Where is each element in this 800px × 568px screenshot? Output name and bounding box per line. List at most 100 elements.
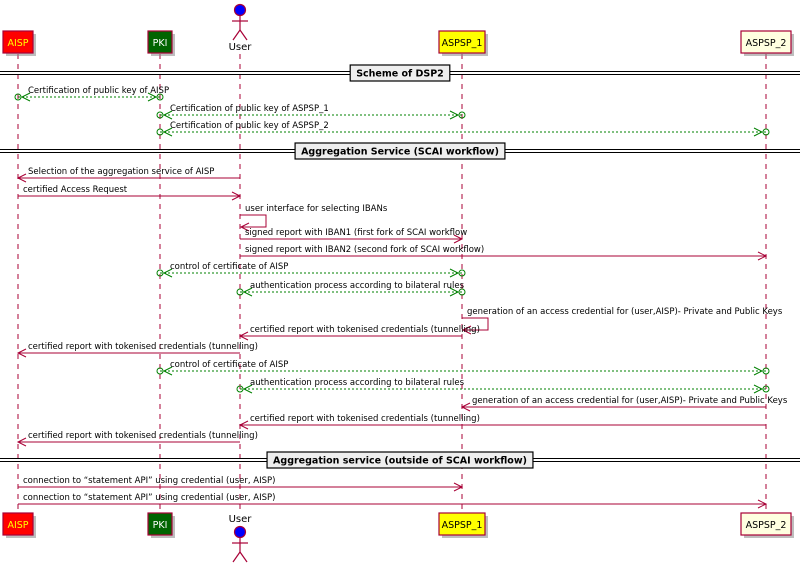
arrowhead [162,110,173,120]
arrowhead [460,402,471,412]
participant-label: ASPSP_2 [746,520,787,531]
message-label: certified report with tokenised credenti… [250,325,480,335]
participant-label: AISP [7,38,28,49]
message-m15: authentication process according to bila… [236,378,770,394]
message-m11: generation of an access credential for (… [461,307,783,335]
arrowhead [238,331,249,341]
message-m3: Certification of public key of ASPSP_2 [156,121,770,137]
actor-head-icon [233,3,247,17]
message-label: generation of an access credential for (… [467,307,783,317]
message-line [240,214,267,228]
arrowhead [453,234,464,244]
message-label: Certification of public key of AISP [28,86,169,96]
arrowhead [461,325,472,335]
section-divider: Aggregation Service (SCAI workflow) [0,142,800,160]
message-m14: control of certificate of AISP [156,360,770,376]
arrowhead [242,384,253,394]
message-m18: certified report with tokenised credenti… [16,431,258,447]
message-m7: signed report with IBAN1 (first fork of … [240,228,467,244]
participant-aisp-bottom: AISP [2,512,36,538]
message-label: connection to “statement API” using cred… [23,493,275,503]
arrowhead [449,268,460,278]
participant-label: ASPSP_1 [442,520,483,531]
arrowhead [242,287,253,297]
arrowhead [753,366,764,376]
message-line [462,317,489,331]
message-label: Certification of public key of ASPSP_2 [170,121,329,131]
message-label: certified report with tokenised credenti… [28,431,258,441]
section-label: Aggregation service (outside of SCAI wor… [273,456,527,467]
message-m2: Certification of public key of ASPSP_1 [156,104,466,120]
actor-leg [232,29,241,41]
message-label: authentication process according to bila… [250,281,465,291]
message-m13: certified report with tokenised credenti… [16,342,258,358]
arrowhead [16,348,27,358]
arrowhead [449,287,460,297]
arrowhead [453,482,464,492]
section-label: Aggregation Service (SCAI workflow) [301,147,499,158]
actor-leg [239,29,248,41]
message-m17: certified report with tokenised credenti… [238,414,766,430]
arrowhead [449,110,460,120]
arrowhead [753,127,764,137]
arrowhead [757,251,768,261]
actor-user-top: User [229,3,253,53]
arrowhead [238,420,249,430]
participant-box [147,30,173,54]
section-label-box [294,142,506,160]
participant-box [740,30,792,54]
message-m9: control of certificate of AISP [156,262,466,278]
participant-aspsp1-bottom: ASPSP_1 [438,512,488,538]
participant-box [147,512,173,536]
message-m1: Certification of public key of AISP [14,86,169,102]
message-label: control of certificate of AISP [170,262,288,272]
participant-label: PKI [153,520,168,531]
participant-pki-top: PKI [147,30,175,56]
arrowhead [16,173,27,183]
participant-box [438,512,486,536]
message-label: certified Access Request [23,185,128,195]
participant-box [438,30,486,54]
arrowhead [231,191,242,201]
message-m20: connection to “statement API” using cred… [18,493,768,509]
arrowhead [239,222,250,232]
message-m12: certified report with tokenised credenti… [238,325,480,341]
actor-leg [232,551,241,563]
participant-box [2,512,34,536]
participant-pki-bottom: PKI [147,512,175,538]
participant-label: PKI [153,38,168,49]
actor-head-icon [233,525,247,539]
message-m10: authentication process according to bila… [236,281,466,297]
message-m19: connection to “statement API” using cred… [18,476,464,492]
participant-box [740,512,792,536]
arrowhead [162,366,173,376]
section-divider: Aggregation service (outside of SCAI wor… [0,451,800,469]
message-m4: Selection of the aggregation service of … [16,167,240,183]
message-label: Selection of the aggregation service of … [28,167,214,177]
actor-user-bottom: User [229,514,253,563]
message-m8: signed report with IBAN2 (second fork of… [240,245,768,261]
participant-label: ASPSP_2 [746,38,787,49]
participant-box [2,30,34,54]
message-m5: certified Access Request [18,185,242,201]
section-label: Scheme of DSP2 [356,69,444,80]
participant-aspsp2-top: ASPSP_2 [740,30,794,56]
participant-aspsp1-top: ASPSP_1 [438,30,488,56]
message-label: connection to “statement API” using cred… [23,476,275,486]
message-label: user interface for selecting IBANs [245,204,388,214]
message-label: certified report with tokenised credenti… [250,414,480,424]
participant-label: ASPSP_1 [442,38,483,49]
participant-aisp-top: AISP [2,30,36,56]
actor-label: User [229,514,253,525]
actor-label: User [229,42,253,53]
message-m6: user interface for selecting IBANs [239,204,388,232]
arrowhead [147,92,158,102]
message-m16: generation of an access credential for (… [460,396,788,412]
participant-aspsp2-bottom: ASPSP_2 [740,512,794,538]
actor-leg [239,551,248,563]
message-label: Certification of public key of ASPSP_1 [170,104,329,114]
section-label-box [266,451,534,469]
message-label: certified report with tokenised credenti… [28,342,258,352]
message-label: generation of an access credential for (… [472,396,788,406]
